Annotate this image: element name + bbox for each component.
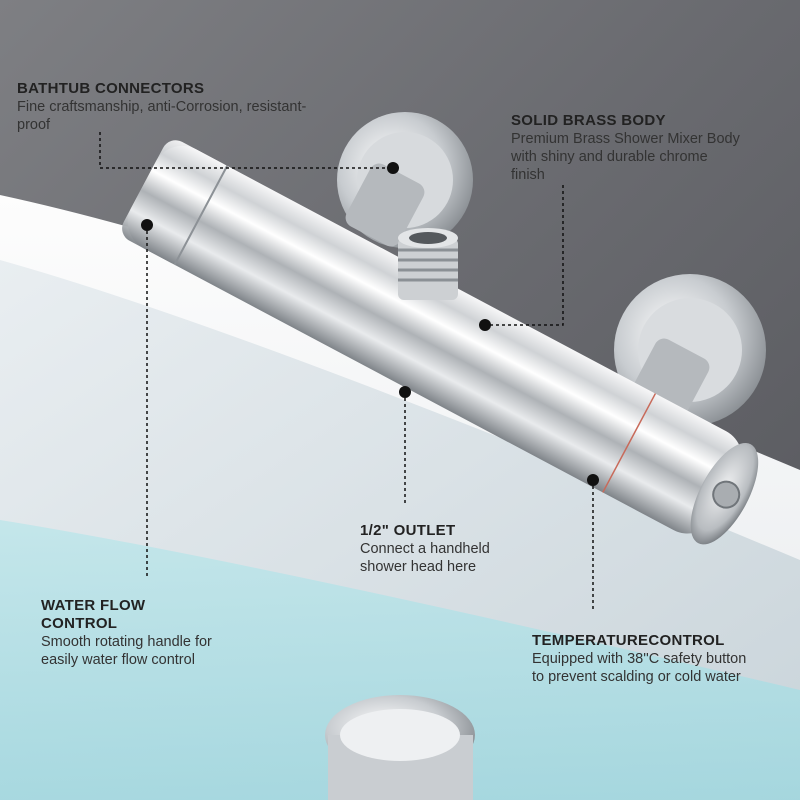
callout-title: SOLID BRASS BODY: [511, 112, 666, 129]
callout-desc: Smooth rotating handle for easily water …: [41, 634, 212, 668]
callout-water-flow-control: WATER FLOW CONTROL Smooth rotating handl…: [41, 597, 231, 669]
callout-title: WATER FLOW CONTROL: [41, 597, 146, 632]
callout-outlet: 1/2" OUTLET Connect a handheld shower he…: [360, 522, 525, 576]
callout-solid-brass-body: SOLID BRASS BODY Premium Brass Shower Mi…: [511, 112, 741, 184]
callout-desc: Connect a handheld shower head here: [360, 541, 490, 575]
callout-desc: Premium Brass Shower Mixer Body with shi…: [511, 131, 740, 183]
callout-temperature-control: TEMPERATURECONTROL Equipped with 38''C s…: [532, 632, 747, 686]
callout-desc: Equipped with 38''C safety button to pre…: [532, 651, 747, 685]
callout-title: BATHTUB CONNECTORS: [17, 80, 205, 97]
callout-title: TEMPERATURECONTROL: [532, 632, 725, 649]
callout-title: 1/2" OUTLET: [360, 522, 456, 539]
callout-desc: Fine craftsmanship, anti-Corrosion, resi…: [17, 99, 307, 133]
callout-bathtub-connectors: BATHTUB CONNECTORS Fine craftsmanship, a…: [17, 80, 307, 134]
